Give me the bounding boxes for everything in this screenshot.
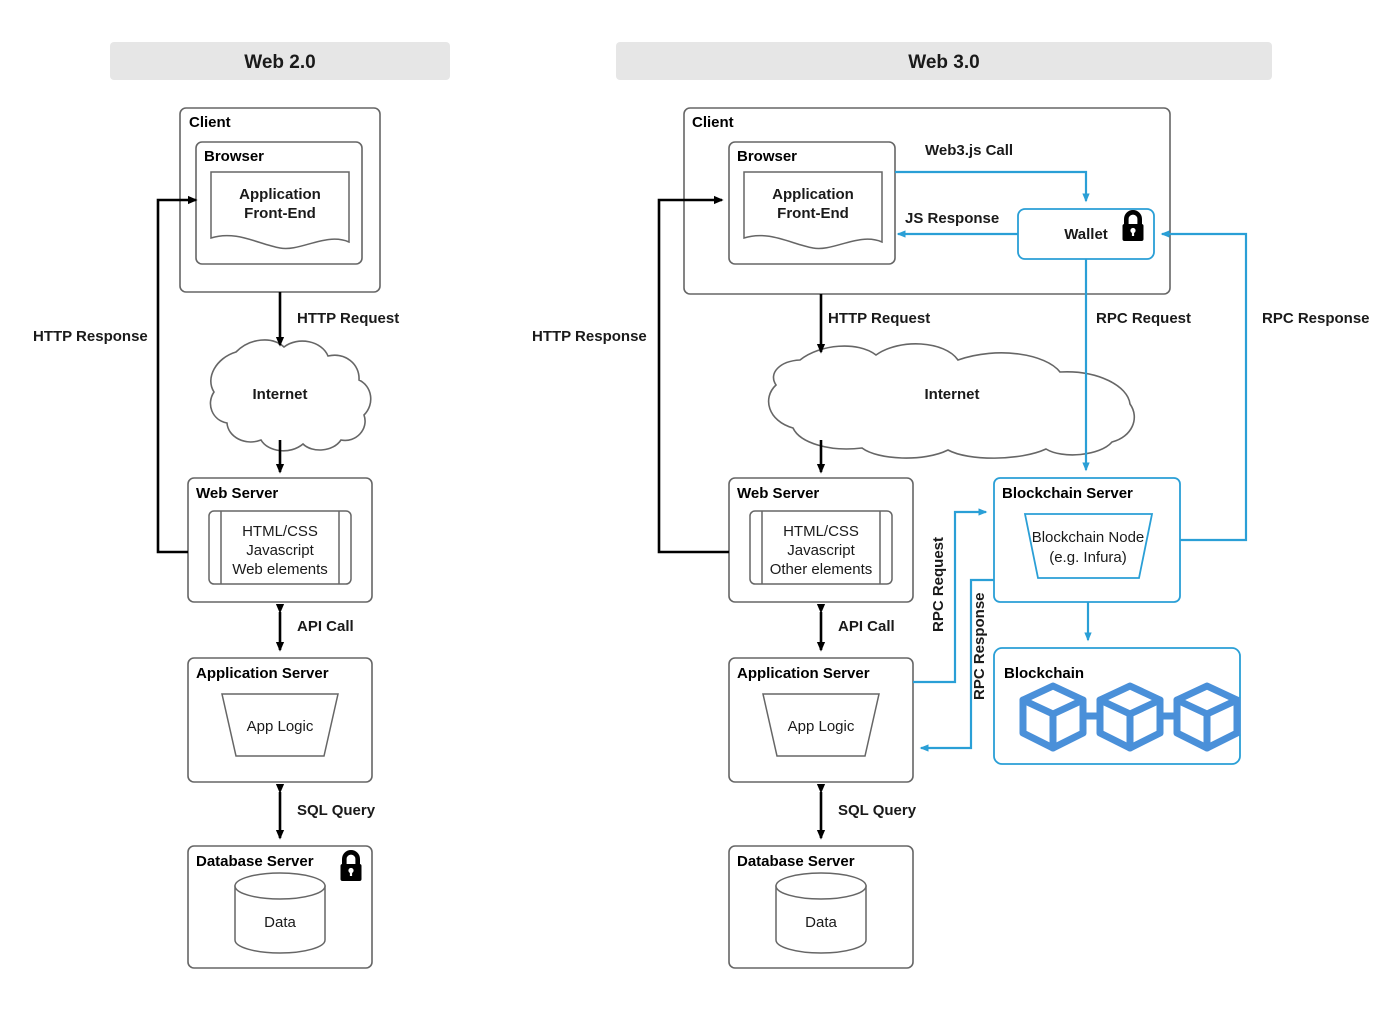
web3-webserver-line3: Other elements <box>770 561 873 578</box>
web2-label-api-call: API Call <box>297 618 354 635</box>
web2-webserver-inner-shape <box>208 510 352 585</box>
web2-browser-label: Browser <box>204 148 264 165</box>
web3-webserver-line1: HTML/CSS <box>783 523 859 540</box>
web2-data-label: Data <box>264 914 296 931</box>
web3-blockchainnode-line1: Blockchain Node <box>1032 529 1145 546</box>
web2-frontend-line1: Application <box>239 186 321 203</box>
web3-blockchainnode-trapezoid[interactable] <box>1023 513 1154 579</box>
web3-client-label: Client <box>692 114 734 131</box>
panel-web2: Web 2.0 Client Browser Application Front… <box>33 42 450 969</box>
web2-webserver-line1: HTML/CSS <box>242 523 318 540</box>
web2-frontend-doc-shape[interactable] <box>210 171 350 250</box>
web2-client-label: Client <box>189 114 231 131</box>
web3-data-cylinder[interactable] <box>775 872 867 954</box>
web2-data-cylinder[interactable] <box>234 872 326 954</box>
web2-internet-label: Internet <box>252 386 307 403</box>
web2-dbserver-label: Database Server <box>196 853 314 870</box>
web3-label-rpc-response-top: RPC Response <box>1262 310 1370 327</box>
web2-edge-http-response <box>156 195 198 554</box>
web3-label-rpc-response-mid: RPC Response <box>971 592 988 700</box>
web3-label-http-response: HTTP Response <box>532 328 647 345</box>
web2-header-title: Web 2.0 <box>244 52 315 73</box>
web2-appserver-label: Application Server <box>196 665 329 682</box>
lock-icon <box>340 850 362 881</box>
web3-webserver-inner-shape <box>749 510 893 585</box>
web3-edge-rpc-response-top <box>1160 230 1248 542</box>
web3-webserver-line2: Javascript <box>787 542 855 559</box>
web3-data-label: Data <box>805 914 837 931</box>
web3-label-rpc-request-top: RPC Request <box>1096 310 1191 327</box>
web2-applogic-label: App Logic <box>247 718 314 735</box>
web3-label-web3js-call: Web3.js Call <box>925 142 1013 159</box>
web3-label-http-request: HTTP Request <box>828 310 930 327</box>
web2-webserver-label: Web Server <box>196 485 278 502</box>
web3-label-js-response: JS Response <box>905 210 999 227</box>
web3-frontend-line2: Front-End <box>777 205 849 222</box>
web3-blockchainnode-line2: (e.g. Infura) <box>1049 549 1127 566</box>
web3-header-bg <box>616 42 1272 80</box>
web3-label-rpc-request-mid: RPC Request <box>930 537 947 632</box>
web3-edge-http-response <box>657 195 729 554</box>
web3-wallet-label: Wallet <box>1064 226 1108 243</box>
web2-label-sql-query: SQL Query <box>297 802 376 819</box>
web3-appserver-label: Application Server <box>737 665 870 682</box>
web2-label-http-response: HTTP Response <box>33 328 148 345</box>
web3-applogic-trapezoid[interactable] <box>762 693 880 757</box>
web2-webserver-line2: Javascript <box>246 542 314 559</box>
web3-edge-rpc-request-mid <box>913 508 988 684</box>
web3-applogic-label: App Logic <box>788 718 855 735</box>
web3-header-title: Web 3.0 <box>908 52 979 73</box>
web3-edge-web3js-call <box>895 170 1090 203</box>
web3-label-api-call: API Call <box>838 618 895 635</box>
web3-frontend-line1: Application <box>772 186 854 203</box>
blockchain-cubes-icon <box>1019 682 1241 752</box>
web3-webserver-label: Web Server <box>737 485 819 502</box>
web3-edge-rpc-response-mid <box>919 578 994 752</box>
web2-internet-cloud[interactable] <box>209 339 372 452</box>
lock-icon <box>1122 210 1144 241</box>
web3-blockchainserver-label: Blockchain Server <box>1002 485 1133 502</box>
web3-internet-label: Internet <box>924 386 979 403</box>
web3-browser-label: Browser <box>737 148 797 165</box>
web2-header-bg <box>110 42 450 80</box>
web3-dbserver-label: Database Server <box>737 853 855 870</box>
web2-label-http-request: HTTP Request <box>297 310 399 327</box>
web3-frontend-doc-shape[interactable] <box>743 171 883 250</box>
web3-label-sql-query: SQL Query <box>838 802 917 819</box>
web3-internet-cloud[interactable] <box>767 343 1136 459</box>
web2-frontend-line2: Front-End <box>244 205 316 222</box>
web3-blockchain-label: Blockchain <box>1004 665 1084 682</box>
web2-webserver-line3: Web elements <box>232 561 328 578</box>
web2-applogic-trapezoid[interactable] <box>221 693 339 757</box>
panel-web3: Web 3.0 Client Browser Application Front… <box>532 42 1370 969</box>
